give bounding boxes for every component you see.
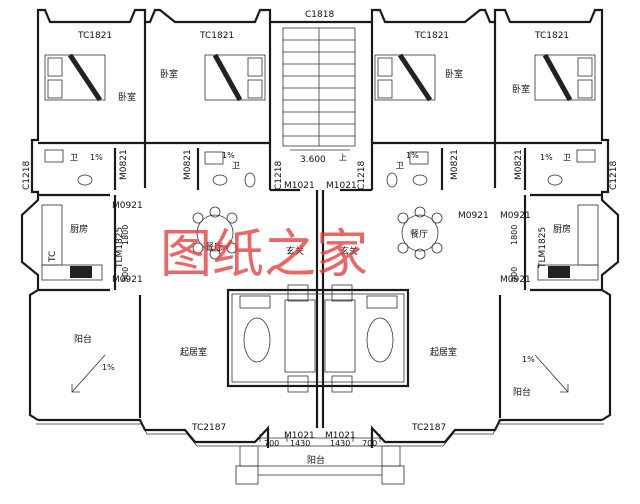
front-balcony [235, 434, 405, 485]
slope-label-bath-3: 1% [406, 151, 419, 160]
window-label-c1218-1: C1218 [22, 161, 32, 190]
slope-label-bath-2: 1% [222, 151, 235, 160]
dim-label-700-2: 700 [362, 439, 377, 448]
dim-label-900-1: 900 [121, 267, 130, 282]
slope-label-balcony-left: 1% [102, 363, 115, 372]
room-label-kitchen-1: 厨房 [70, 223, 88, 235]
door-label-m0821-1: M0821 [119, 149, 129, 180]
dim-label-1430-2: 1430 [330, 439, 350, 448]
room-label-dining-1: 餐厅 [205, 241, 223, 253]
door-label-m0821-3: M0821 [450, 149, 460, 180]
dim-label-1800-2: 1800 [510, 225, 519, 245]
room-label-front-balcony: 阳台 [307, 454, 325, 466]
window-label-tc1821-3: TC1821 [414, 31, 449, 41]
dim-label-1800-1: 1800 [121, 225, 130, 245]
kitchen-counters [41, 204, 599, 281]
interior-walls [38, 22, 602, 428]
dim-label-1430-1: 1430 [290, 439, 310, 448]
exterior-walls [20, 8, 620, 448]
room-label-foyer-2: 玄关 [340, 245, 358, 257]
window-label-tc2187-2: TC2187 [411, 423, 446, 433]
door-label-m0921-1: M0921 [112, 201, 143, 211]
bed-furniture [44, 53, 596, 102]
room-label-kitchen-2: 厨房 [553, 223, 571, 235]
watermark-text: 图纸之家 [160, 225, 368, 285]
slope-label-balcony-right: 1% [522, 355, 535, 364]
room-label-bedroom-1: 卧室 [118, 91, 136, 103]
door-label-tlm1825-2: TLM1825 [538, 227, 548, 269]
door-label-m0821-4: M0821 [514, 149, 524, 180]
bath-label-3: 卫 [396, 161, 404, 170]
stair-up-label: 上 [339, 153, 347, 162]
window-label-c1218-2: C1218 [274, 161, 284, 190]
bath-label-2: 卫 [232, 161, 240, 170]
slope-label-bath-1: 1% [90, 153, 103, 162]
bath-label-4: 卫 [563, 153, 571, 162]
room-label-bedroom-2: 卧室 [160, 68, 178, 80]
room-label-foyer-1: 玄关 [286, 245, 304, 257]
room-label-bedroom-3: 卧室 [445, 68, 463, 80]
door-label-m0921-5: M0921 [500, 275, 531, 285]
dining-tables [192, 206, 443, 260]
room-label-balcony-right: 阳台 [513, 386, 531, 398]
level-label: 3.600 [300, 155, 326, 165]
room-label-living-2: 起居室 [430, 346, 457, 358]
dim-label-700-1: 700 [264, 439, 279, 448]
bathroom-fixtures [44, 149, 596, 188]
window-label-tc-left: TC [48, 251, 58, 263]
room-label-living-1: 起居室 [180, 346, 207, 358]
room-label-dining-2: 餐厅 [410, 228, 428, 240]
door-label-m0921-3: M0921 [500, 211, 531, 221]
door-label-m0821-2: M0821 [183, 149, 193, 180]
door-label-m0921-2: M0921 [458, 211, 489, 221]
window-label-tc1821-4: TC1821 [534, 31, 569, 41]
door-label-m1021-3: M1021 [284, 431, 315, 441]
door-label-m1021-2: M1021 [326, 181, 357, 191]
door-label-tlm1825-1: TLM1825 [115, 227, 125, 269]
room-label-balcony-left: 阳台 [74, 333, 92, 345]
window-label-tc1821-1: TC1821 [77, 31, 112, 41]
staircase [282, 27, 356, 151]
bath-label-1: 卫 [70, 153, 78, 162]
living-room-furniture [226, 284, 410, 393]
window-label-tc2187-1: TC2187 [191, 423, 226, 433]
door-label-m0921-4: M0921 [112, 275, 143, 285]
room-label-bedroom-4: 卧室 [512, 83, 530, 95]
slope-label-bath-4: 1% [540, 153, 553, 162]
window-label-tc1821-2: TC1821 [199, 31, 234, 41]
window-label-c1218-4: C1218 [609, 161, 619, 190]
door-label-m1021-4: M1021 [325, 431, 356, 441]
dim-label-900-2: 900 [510, 267, 519, 282]
window-label-c1818: C1818 [305, 10, 334, 20]
slope-arrows [71, 354, 569, 393]
door-label-m1021-1: M1021 [284, 181, 315, 191]
window-label-c1218-3: C1218 [357, 161, 367, 190]
